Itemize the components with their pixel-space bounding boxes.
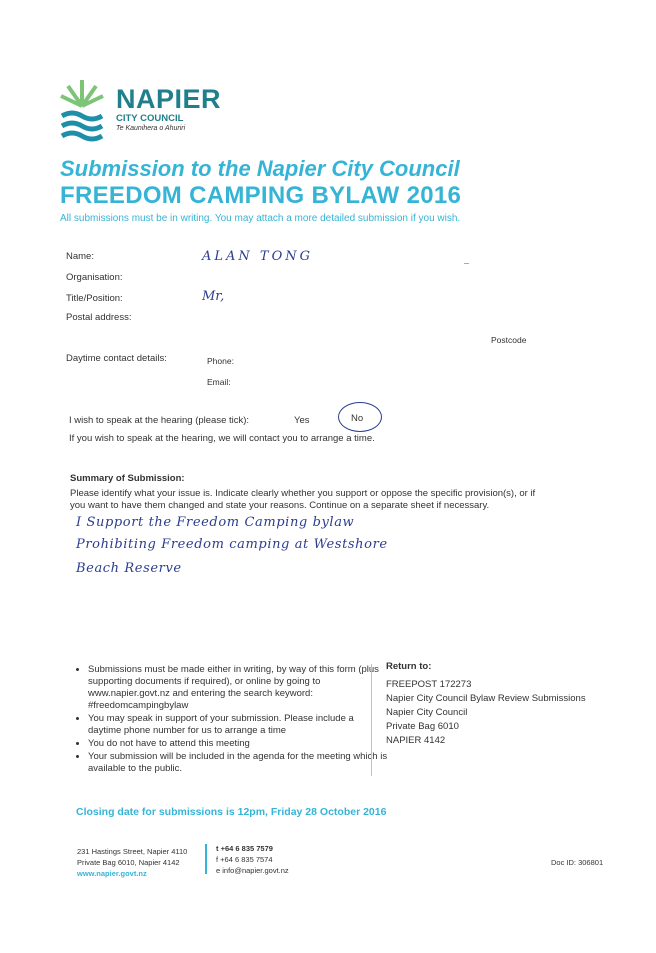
footer-divider xyxy=(205,844,207,874)
footer-contact: t +64 6 835 7579 f +64 6 835 7574 e info… xyxy=(216,843,289,876)
footer-phone: t +64 6 835 7579 xyxy=(216,844,273,853)
footer-address: 231 Hastings Street, Napier 4110 Private… xyxy=(77,846,187,879)
return-line: NAPIER 4142 xyxy=(386,735,446,746)
return-line: Napier City Council Bylaw Review Submiss… xyxy=(386,693,586,704)
logo-maori-name: Te Kaunihera o Ahuriri xyxy=(116,125,186,132)
footer-email[interactable]: e info@napier.govt.nz xyxy=(216,866,289,875)
logo-wordmark: NAPIER xyxy=(116,84,222,114)
closing-date: Closing date for submissions is 12pm, Fr… xyxy=(76,806,387,818)
handwritten-line-3: Beach Reserve xyxy=(76,561,182,576)
yes-option[interactable]: Yes xyxy=(294,415,310,426)
summary-heading: Summary of Submission: xyxy=(70,473,185,484)
email-label: Email: xyxy=(207,377,231,387)
submission-notes-list: Submissions must be made either in writi… xyxy=(70,664,388,776)
doc-id: Doc ID: 306801 xyxy=(551,858,604,867)
footer-address-line: 231 Hastings Street, Napier 4110 xyxy=(77,847,188,856)
no-circle-mark xyxy=(338,402,382,432)
speak-hearing-note: If you wish to speak at the hearing, we … xyxy=(69,433,375,444)
return-to-heading: Return to: xyxy=(386,661,432,672)
summary-instructions-2: you want to have them changed and state … xyxy=(70,500,490,511)
divider xyxy=(371,664,372,776)
postal-address-label: Postal address: xyxy=(66,312,132,323)
title-position-value[interactable]: Mr, xyxy=(202,289,225,304)
list-item: Submissions must be made either in writi… xyxy=(88,664,388,712)
list-item: You do not have to attend this meeting xyxy=(88,738,388,750)
napier-logo-icon xyxy=(60,80,104,142)
no-option[interactable]: No xyxy=(351,413,364,424)
name-value[interactable]: ALAN TONG xyxy=(202,249,314,264)
handwritten-line-1: I Support the Freedom Camping bylaw xyxy=(76,515,355,530)
document-title: Submission to the Napier City Council xyxy=(60,156,460,181)
phone-label: Phone: xyxy=(207,356,234,366)
handwritten-line-2: Prohibiting Freedom camping at Westshore xyxy=(76,537,388,552)
document-subtitle: All submissions must be in writing. You … xyxy=(60,213,461,224)
document-heading: FREEDOM CAMPING BYLAW 2016 xyxy=(60,182,462,209)
footer-website-link[interactable]: www.napier.govt.nz xyxy=(77,869,147,878)
stray-mark xyxy=(464,263,469,264)
list-item: Your submission will be included in the … xyxy=(88,751,388,775)
return-line: FREEPOST 172273 xyxy=(386,679,472,690)
footer-address-line: Private Bag 6010, Napier 4142 xyxy=(77,858,180,867)
title-position-label: Title/Position: xyxy=(66,293,123,304)
organisation-label: Organisation: xyxy=(66,272,123,283)
list-item: You may speak in support of your submiss… xyxy=(88,713,388,737)
contact-details-label: Daytime contact details: xyxy=(66,353,167,364)
footer-fax: f +64 6 835 7574 xyxy=(216,855,273,864)
return-line: Napier City Council xyxy=(386,707,468,718)
return-address: FREEPOST 172273 Napier City Council Byla… xyxy=(386,678,586,748)
speak-hearing-label: I wish to speak at the hearing (please t… xyxy=(69,415,250,426)
logo-subtitle: CITY COUNCIL xyxy=(116,113,184,124)
summary-instructions-1: Please identify what your issue is. Indi… xyxy=(70,488,536,499)
return-line: Private Bag 6010 xyxy=(386,721,459,732)
postcode-label: Postcode xyxy=(491,335,527,345)
name-label: Name: xyxy=(66,251,94,262)
